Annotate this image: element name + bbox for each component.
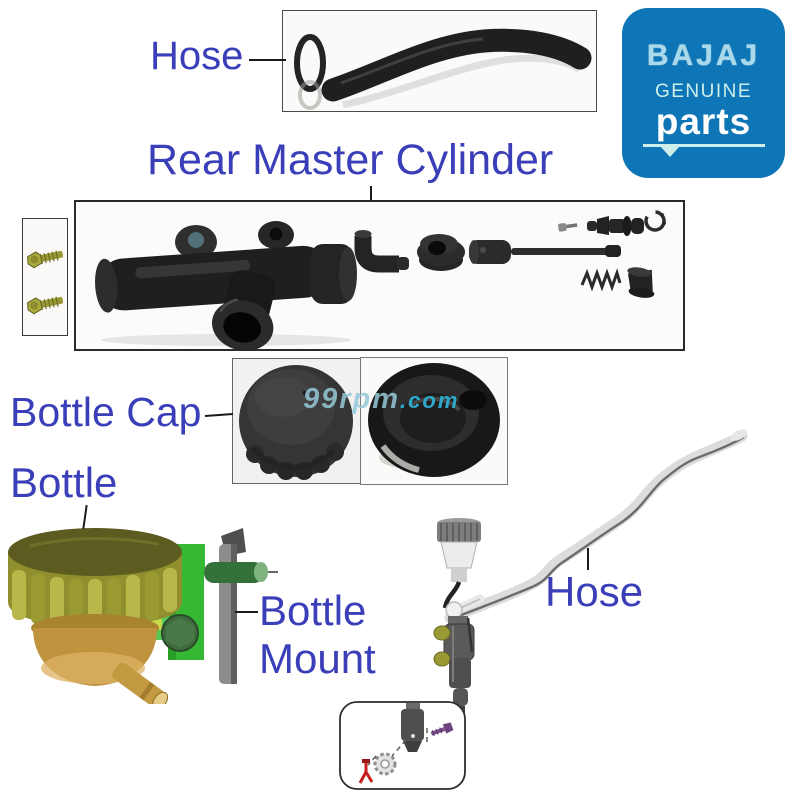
- rear-master-cylinder-label: Rear Master Cylinder: [147, 136, 554, 184]
- bottle-cap-leader-line: [204, 413, 234, 417]
- watermark-name: 99rpm: [303, 383, 401, 415]
- bolt-icon: [27, 250, 64, 269]
- hose-top-label: Hose: [150, 34, 244, 78]
- circlip-photo: [644, 210, 666, 232]
- watermark-tld: .com: [400, 388, 460, 413]
- bottle-cap-diaphragm-photo: [368, 363, 500, 477]
- hose-clamp-ring: [294, 34, 326, 110]
- mount-pin: [204, 562, 278, 583]
- mounting-bolts-photo: [27, 250, 64, 315]
- elbow-fitting-photo: [354, 230, 409, 273]
- spring-photo: [580, 268, 622, 292]
- bottle-cap-top-photo: [239, 365, 353, 480]
- logo-underline: [642, 144, 765, 157]
- assembly-master-cylinder: [433, 594, 485, 716]
- purple-screw-part: [430, 722, 454, 737]
- mounting-bolts-box: [22, 218, 68, 336]
- hose-right-label: Hose: [545, 568, 644, 615]
- bottle-fluted-cap: [8, 528, 182, 629]
- mount-strap: [219, 528, 246, 684]
- rubber-boot-photo: [417, 234, 465, 271]
- reservoir-cable: [442, 581, 462, 609]
- hose-right-leader-line: [587, 548, 589, 570]
- bajaj-genuine-parts-logo: BAJAJ GENUINE parts: [622, 8, 785, 178]
- piston-assembly-photo: [587, 216, 644, 236]
- logo-brand-text: BAJAJ: [646, 39, 761, 72]
- master-cylinder-parts-box: [74, 200, 685, 351]
- plunger-rod-photo: [469, 240, 621, 264]
- bottle-mount-label-line1: Bottle: [259, 587, 367, 634]
- red-clip-part: [358, 759, 374, 784]
- bottle-label: Bottle: [10, 459, 118, 506]
- bottle-cap-label: Bottle Cap: [10, 389, 202, 435]
- watermark: 99rpm.com: [303, 383, 459, 416]
- hose-photo: [294, 28, 592, 110]
- bolt-icon: [27, 296, 64, 315]
- callout-dashed-lines: [367, 728, 428, 766]
- assembly-reservoir: [437, 518, 481, 609]
- bottle-mount-leader-line: [235, 611, 258, 613]
- assembly-hose: [444, 429, 748, 624]
- hose-photo-box: [282, 10, 597, 112]
- master-cylinder-parts-photo: [94, 210, 666, 351]
- rubber-cup-photo: [627, 267, 655, 298]
- pushrod-end-part: [401, 703, 424, 752]
- knurled-cap: [239, 365, 353, 480]
- bracket-bolt: [161, 614, 199, 652]
- master-cylinder-body-photo: [94, 221, 357, 351]
- hardware-callout-box: [339, 701, 466, 790]
- logo-genuine-text: GENUINE: [654, 81, 753, 102]
- logo-parts-text: parts: [655, 101, 752, 142]
- bottle-render: [8, 528, 278, 704]
- lock-washer-part: [373, 752, 397, 776]
- assembly-diagram: [339, 429, 748, 790]
- bottle-cap-diaphragm-photo-box: [360, 357, 508, 485]
- diaphragm-cap: [368, 363, 500, 477]
- rear-master-cylinder-leader-line: [370, 186, 372, 200]
- bottle-mount-label-line2: Mount: [259, 635, 376, 682]
- hose-top-leader-line: [249, 59, 286, 61]
- small-screw-photo: [558, 223, 578, 232]
- bottle-cap-top-photo-box: [232, 358, 361, 484]
- logo-arrow-down-icon: [660, 147, 679, 157]
- bottle-spout: [112, 662, 169, 704]
